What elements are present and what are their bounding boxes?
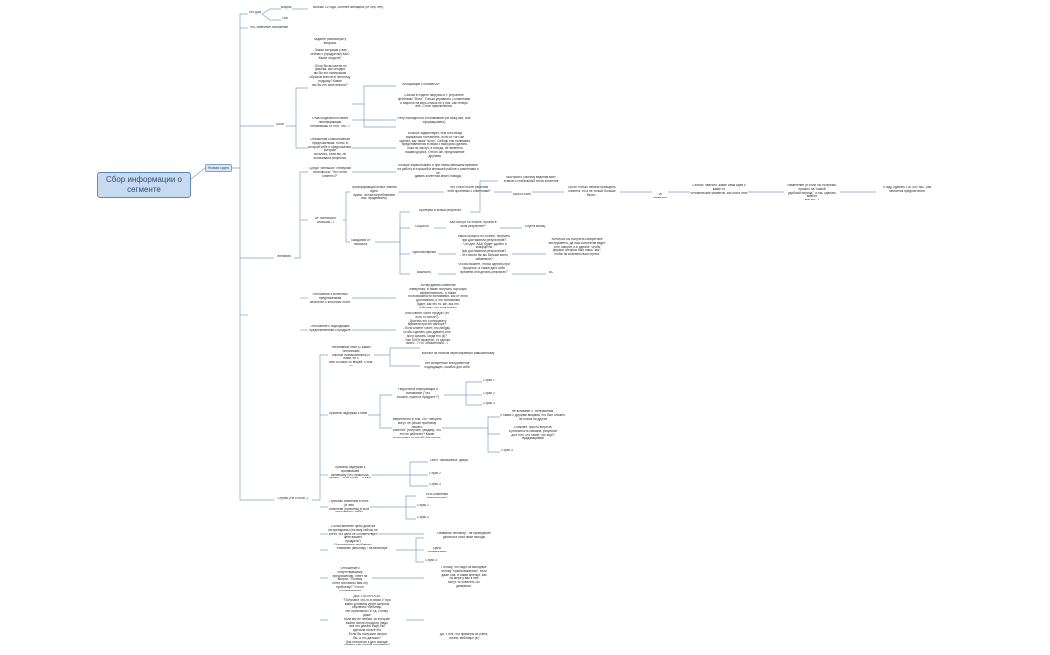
node-gender[interactable]: Пол — [282, 17, 288, 20]
node-age[interactable]: Возраст — [281, 6, 292, 9]
node-delay-reason-2b[interactable]: Сложнее, просто встреча, а реальность св… — [508, 426, 558, 441]
node-activity-delay-b[interactable]: Страх 2 — [429, 472, 441, 475]
node-two-questions-a[interactable]: Да, т. пок, что примеры из учета, лично,… — [439, 633, 489, 640]
node-delay-reason-2c[interactable]: Страх 3 — [501, 449, 513, 452]
node-ap-answer-1[interactable]: Что стало после решения этой проблемы с … — [447, 186, 491, 193]
node-ap-date[interactable]: 16 февраля — [653, 193, 667, 198]
node-final-offer-question[interactable]: Отношение к конечным предложениям резуль… — [309, 293, 351, 303]
node-activity-delay-a[interactable]: Опыт "наказанных" дверь — [429, 459, 469, 462]
node-criteria[interactable]: Критерии и ясный результат — [419, 209, 461, 212]
node-accompany-offer-a[interactable]: Потому, что надо на выгодные потому "нуж… — [441, 566, 487, 588]
node-webinar-a[interactable]: Цена справедливо — [427, 547, 447, 552]
node-negative-answer-2[interactable]: Нет конкретных инструментов подходящих, … — [424, 362, 470, 369]
node-pains-question-2[interactable]: Отказ поделиться своей неинформации непр… — [310, 117, 350, 127]
node-webinar[interactable]: Название (вебинар) / на вебинаре — [336, 547, 388, 550]
node-activity-delay[interactable]: Причины задержки к проявившей активному … — [329, 466, 371, 478]
node-negative-answer-1[interactable]: Контакт за личном перестараемся завышенн… — [421, 352, 495, 355]
node-delay-reason-1[interactable]: Недостаток информации и понимание ("что … — [396, 388, 440, 399]
node-product-expectations[interactable]: Ожидания от продукта — [350, 239, 371, 245]
main-branch-new-idea[interactable]: Новая идея — [205, 164, 232, 172]
node-pains[interactable]: Боли — [276, 123, 284, 126]
node-pains-answer-1[interactable]: Ассоциации с болями АР — [402, 83, 440, 86]
node-speed-answer[interactable]: Спустя месяц — [524, 225, 546, 228]
node-family[interactable]: Гео, семейное положение — [249, 26, 289, 29]
node-webinar-b[interactable]: Страх 3 — [425, 559, 437, 562]
node-pains-question-3[interactable]: Отношения к масштабным предложениям: точ… — [308, 138, 352, 160]
node-product-view-question[interactable]: Отношение к подходящим представлениям о … — [309, 325, 351, 332]
node-convenience-answer[interactable]: Хотелось бы получить конкретные инструме… — [548, 238, 606, 257]
node-pains-answer-4[interactable]: Больше задействуют, чем хоть вещи нормал… — [399, 132, 471, 158]
node-criteria-answer[interactable]: Выстроить систему ведения всех этапов и … — [503, 176, 559, 183]
node-fear-3[interactable]: Страх 3 — [483, 402, 495, 405]
node-fear-1[interactable]: Страх 1 — [483, 379, 495, 382]
node-delay-reason-2a[interactable]: Не вспомнит с "потерянным" с таким с дру… — [500, 410, 566, 421]
node-fears[interactable]: Страхи (Не к боли...) — [277, 497, 309, 500]
node-product-view-answer[interactable]: Мой клиент хочет продукт (то есть то ясн… — [403, 312, 451, 344]
node-activity-delay-c[interactable]: Страх 3 — [429, 483, 441, 486]
node-age-value[interactable]: больше 22 года, охотнее женщины (от сер.… — [312, 6, 384, 9]
node-ap-result[interactable]: Я жду, сделать 100 000 тыс., как меняетс… — [883, 186, 931, 193]
node-importance-answer[interactable]: ВС — [548, 271, 554, 274]
node-convenience[interactable]: Удобство/время — [412, 251, 436, 254]
node-price-compare[interactable]: Сопоставление цены десятка на препаратах… — [328, 525, 378, 545]
node-self-doubt[interactable]: Причины сомнения в себе (в чем сомнение … — [328, 500, 370, 512]
node-final-offer-answer[interactable]: Хотим давать клиентам наверняка, а также… — [408, 284, 468, 308]
node-desires-answer-0[interactable]: Больше заработывать и при таком меньшем … — [397, 164, 479, 178]
node-ap-before-after[interactable]: Было/Стало — [512, 193, 532, 196]
node-desires-question-0[interactable]: Среди "Меньших" стимулам на вопросы: "Чт… — [309, 167, 351, 177]
node-ap-was[interactable]: Было: только начали проводить клиента, н… — [568, 186, 616, 197]
node-speed[interactable]: Скорость — [415, 225, 429, 228]
node-negative-experience[interactable]: Негативный опыт (с каким неполными опыто… — [328, 346, 374, 366]
node-ap-change[interactable]: Изменение (Я если бы на время, прошло на… — [787, 184, 837, 200]
node-who[interactable]: Кто дом — [249, 11, 261, 14]
node-importance-question[interactable]: Что вы можете, чтобы сделать при процесс… — [458, 263, 510, 274]
node-speed-question[interactable]: Как быстро по-точнее, пройти в этом резу… — [449, 221, 497, 228]
node-two-questions[interactable]: ДВЕ 1 ВОПРОСЫ: "Получают что-то в связи … — [343, 595, 391, 645]
node-delay-reasons[interactable]: Причины задержки к теме — [328, 412, 368, 415]
node-ap-question[interactable]: Трансформация ясных знаний идеи нужно, п… — [351, 186, 397, 200]
node-pains-answer-3[interactable]: Нету наглядности и понимания (не вижу вс… — [397, 117, 471, 124]
node-accompany-offer[interactable]: Отношение к сопутствующему предложению, … — [332, 567, 368, 591]
node-price-compare-a[interactable]: Названия "вебинар", на проведение десятк… — [437, 532, 491, 539]
node-pains-questions[interactable]: Задайте разношерсту вопросы - Какая ситу… — [309, 38, 351, 87]
node-fear-2[interactable]: Страх 2 — [483, 392, 495, 395]
root-topic[interactable]: Сбор информации о сегменте — [97, 172, 191, 198]
node-self-doubt-b[interactable]: Страх 2 — [417, 504, 429, 507]
node-pains-answer-2[interactable]: Сейчас в отделе нагрузки и т. устраните … — [397, 94, 471, 109]
node-importance[interactable]: Важность — [416, 271, 432, 274]
node-convenience-question[interactable]: Какой процесс по-точнее, получить при до… — [457, 235, 511, 261]
node-delay-reason-2[interactable]: Уверенность в том, что "говорить могут, … — [392, 418, 442, 438]
node-desires[interactable]: Желания — [277, 255, 291, 258]
node-ap-benefit[interactable]: АР полезная и агрессии...) — [314, 217, 337, 223]
node-self-doubt-a[interactable]: Есть сомнения (уверенности) — [425, 493, 449, 498]
node-ap-now[interactable]: Сейчас: хватило, какие сама идея к какие… — [690, 184, 748, 195]
node-self-doubt-c[interactable]: Страх 3 — [417, 516, 429, 519]
